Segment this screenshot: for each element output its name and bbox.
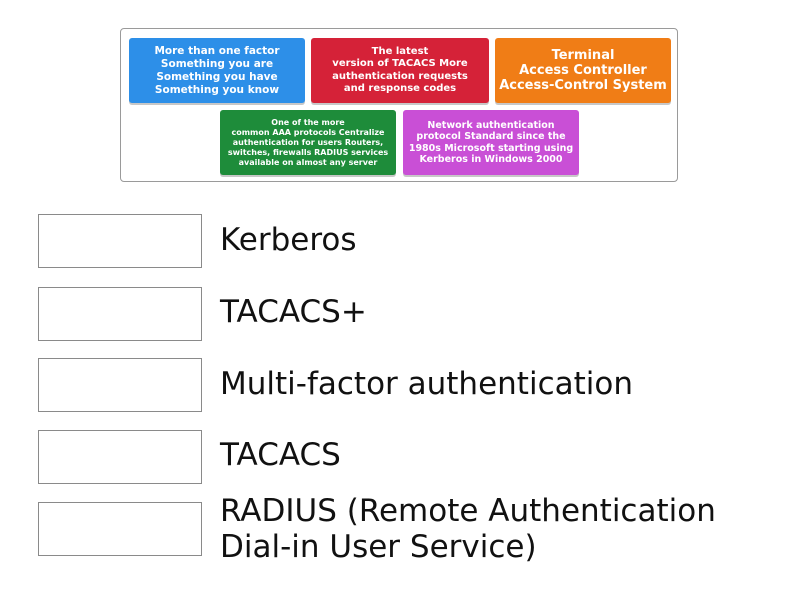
draggable-card-kerberos[interactable]: Network authentication protocol Standard… [403,110,579,175]
answer-label: TACACS [220,437,341,473]
drop-zone[interactable] [38,502,202,556]
answer-label: TACACS+ [220,294,367,330]
drop-zone[interactable] [38,430,202,484]
draggable-card-tacacs-plus[interactable]: The latest version of TACACS More authen… [311,38,489,103]
answer-label: RADIUS (Remote Authentication Dial-in Us… [220,493,716,565]
draggable-card-multifactor[interactable]: More than one factor Something you are S… [129,38,305,103]
answer-label: Kerberos [220,222,357,258]
draggable-card-radius[interactable]: One of the more common AAA protocols Cen… [220,110,396,175]
card-bank: More than one factor Something you are S… [120,28,678,182]
drop-zone[interactable] [38,214,202,268]
draggable-card-tacacs[interactable]: Terminal Access Controller Access-Contro… [495,38,671,103]
drop-zone[interactable] [38,358,202,412]
answer-label: Multi-factor authentication [220,366,633,402]
drop-zone[interactable] [38,287,202,341]
